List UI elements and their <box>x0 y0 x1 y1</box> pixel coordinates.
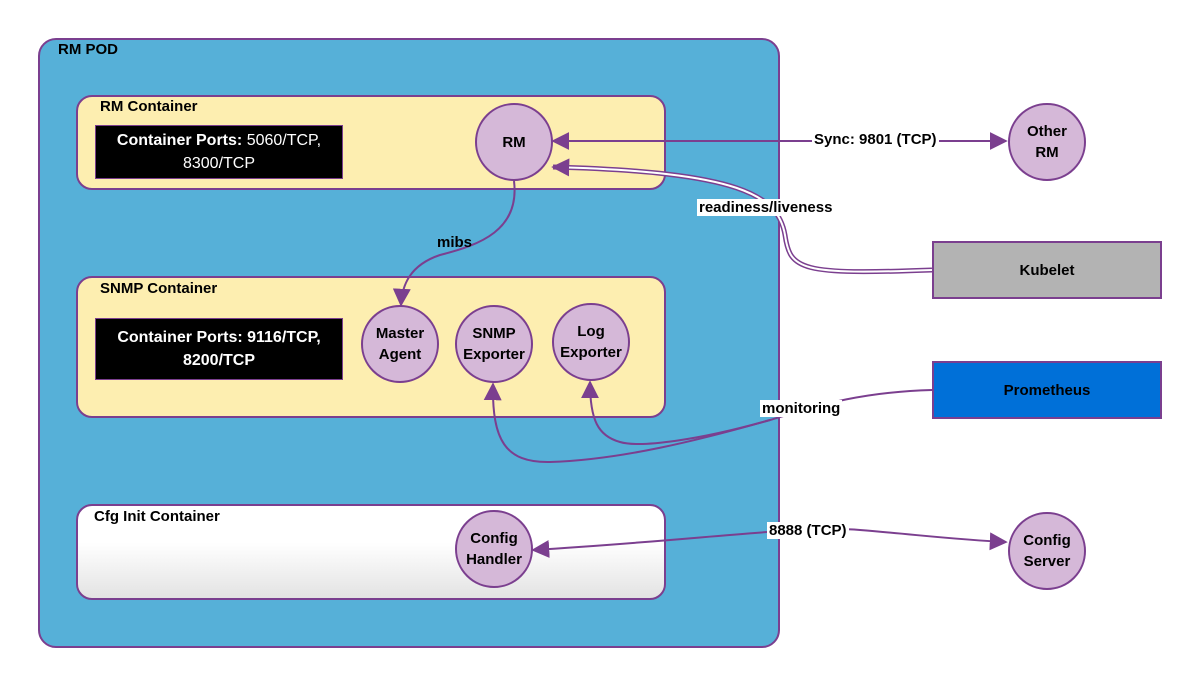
node-prometheus: Prometheus <box>932 361 1162 419</box>
snmp-ports-line1: Container Ports: 9116/TCP, <box>117 329 321 346</box>
rm-ports-label: Container Ports: <box>116 132 243 149</box>
pod-title: RM POD <box>58 41 118 58</box>
label-config: 8888 (TCP) <box>767 522 849 539</box>
node-kubelet: Kubelet <box>932 241 1162 299</box>
label-monitoring: monitoring <box>760 400 843 417</box>
edge-mibs <box>392 180 516 307</box>
edge-monitoring <box>483 382 933 464</box>
rm-ports-line1: 5060/TCP, <box>246 132 322 149</box>
rm-container-ports: Container Ports: 5060/TCP, 8300/TCP <box>95 125 343 179</box>
label-mibs: mibs <box>437 234 473 251</box>
edge-monitoring-log <box>581 380 771 445</box>
rm-container-title: RM Container <box>100 98 198 115</box>
rm-ports-line2: 8300/TCP <box>182 155 256 172</box>
label-sync: Sync: 9801 (TCP) <box>812 131 939 148</box>
node-rm: RM <box>475 103 553 181</box>
snmp-container-title: SNMP Container <box>100 280 218 297</box>
edge-readiness <box>552 164 933 275</box>
label-readiness: readiness/liveness <box>697 199 835 216</box>
cfg-container-title: Cfg Init Container <box>94 508 220 525</box>
snmp-ports-line2: 8200/TCP <box>182 352 256 369</box>
snmp-container-ports: Container Ports: 9116/TCP, 8200/TCP <box>95 318 343 380</box>
